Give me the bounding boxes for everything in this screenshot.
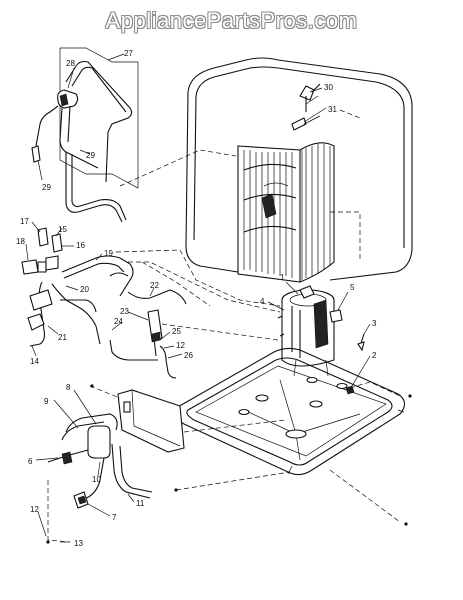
marker-dots — [46, 384, 412, 544]
callout-28: 28 — [66, 59, 75, 68]
callout-2: 2 — [372, 351, 377, 360]
callout-19: 19 — [104, 249, 113, 258]
callout-29-lower: 29 — [42, 183, 51, 192]
compressor — [277, 285, 343, 377]
callout-12-upper: 12 — [176, 341, 185, 350]
callout-26: 26 — [184, 351, 193, 360]
callout-30: 30 — [324, 83, 333, 92]
callout-21: 21 — [58, 333, 67, 342]
liquid-line-assembly — [31, 47, 139, 223]
callout-31: 31 — [328, 105, 337, 114]
callout-6: 6 — [28, 457, 33, 466]
callout-27: 27 — [124, 49, 133, 58]
callout-25: 25 — [172, 327, 181, 336]
callout-leaders — [25, 53, 371, 543]
callout-13: 13 — [74, 539, 83, 548]
callout-7: 7 — [112, 513, 117, 522]
callout-12-lower: 12 — [30, 505, 39, 514]
callout-10: 10 — [92, 475, 101, 484]
callout-16: 16 — [76, 241, 85, 250]
callout-20: 20 — [80, 285, 89, 294]
service-valve-assembly — [291, 83, 321, 131]
callout-4: 4 — [260, 297, 265, 306]
coil-cabinet — [185, 57, 413, 283]
fasteners — [345, 333, 365, 395]
left-small-parts — [21, 227, 187, 379]
base-pan — [173, 347, 406, 476]
callout-23: 23 — [120, 307, 129, 316]
callout-1: 1 — [280, 273, 285, 282]
callout-22: 22 — [150, 281, 159, 290]
callout-11: 11 — [136, 499, 145, 508]
callout-numbers: 27 28 29 29 30 31 17 15 16 18 19 20 22 2… — [16, 49, 377, 548]
callout-24: 24 — [114, 317, 123, 326]
callout-9: 9 — [44, 397, 49, 406]
callout-3: 3 — [372, 319, 377, 328]
callout-5: 5 — [350, 283, 355, 292]
control-bracket-and-drier — [47, 389, 185, 509]
callout-14: 14 — [30, 357, 39, 366]
callout-15: 15 — [58, 225, 67, 234]
callout-17: 17 — [20, 217, 29, 226]
dashed-leader-lines — [47, 109, 401, 543]
callout-18: 18 — [16, 237, 25, 246]
callout-8: 8 — [66, 383, 71, 392]
watermark-text: AppliancePartsPros.com — [105, 8, 358, 33]
callout-29-upper: 29 — [86, 151, 95, 160]
